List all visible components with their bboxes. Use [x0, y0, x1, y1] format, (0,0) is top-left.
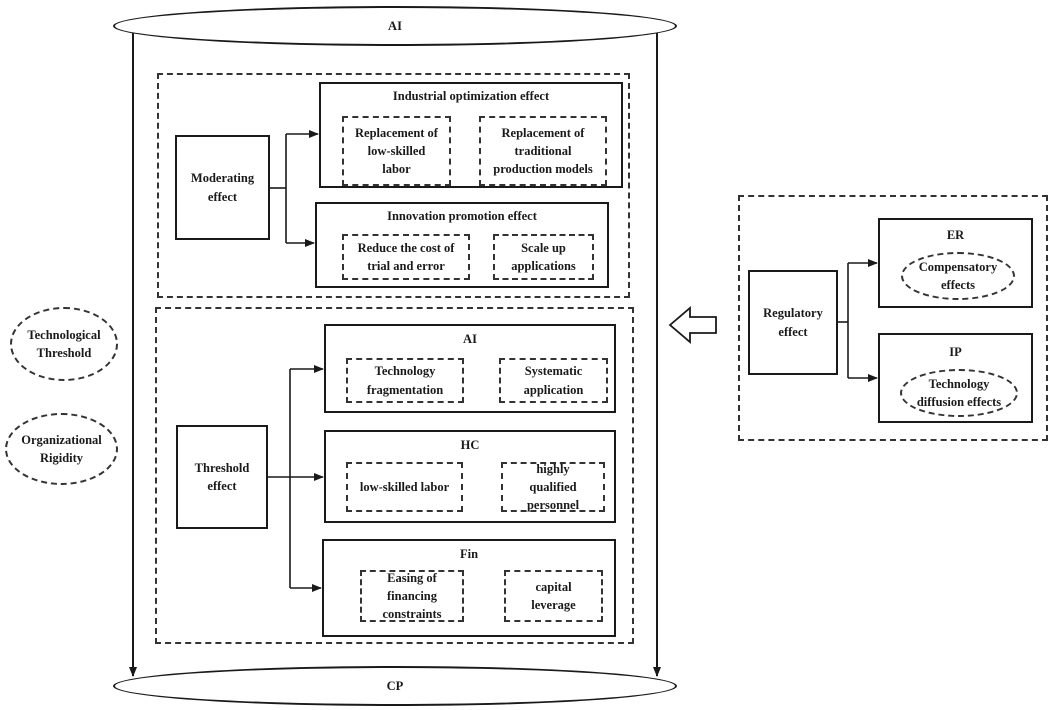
regulatory-section — [738, 195, 1048, 441]
technological-threshold-ellipse: Technological Threshold — [10, 307, 118, 381]
cylinder-top-label: AI — [388, 18, 402, 33]
easing-financing-box: Easing of financing constraints — [360, 570, 464, 622]
regulatory-er-box: ER Compensatory effects — [878, 218, 1033, 308]
regulatory-er-title: ER — [946, 228, 965, 242]
threshold-hc-title: HC — [460, 438, 480, 452]
industrial-item-1: Replacement of low-skilled labor — [342, 116, 451, 186]
industrial-optimization-box: Industrial optimization effect Replaceme… — [319, 82, 623, 188]
innovation-promotion-box: Innovation promotion effect Reduce the c… — [315, 202, 609, 288]
industrial-optimization-title: Industrial optimization effect — [392, 89, 550, 103]
cylinder-bottom-label: CP — [386, 678, 404, 693]
threshold-hc-box: HC low-skilled labor highly qualified pe… — [324, 430, 616, 523]
regulatory-effect-box: Regulatory effect — [748, 270, 838, 375]
systematic-application-box: Systematic application — [499, 358, 608, 403]
regulatory-connector — [838, 259, 878, 382]
threshold-ai-title: AI — [463, 332, 477, 346]
highly-qualified-personnel-box: highly qualified personnel — [501, 462, 605, 512]
capital-leverage-box: capital leverage — [504, 570, 603, 622]
innovation-item-1: Reduce the cost of trial and error — [342, 234, 470, 280]
threshold-effect-box: Threshold effect — [176, 425, 268, 529]
innovation-promotion-title: Innovation promotion effect — [387, 209, 537, 223]
moderating-connector — [270, 130, 319, 247]
compensatory-effects-ellipse: Compensatory effects — [901, 252, 1015, 300]
low-skilled-labor-box: low-skilled labor — [346, 462, 463, 512]
cylinder-bottom-ellipse: CP — [113, 666, 677, 706]
hollow-left-arrow — [668, 306, 717, 344]
innovation-item-2: Scale up applications — [493, 234, 594, 280]
threshold-fin-title: Fin — [459, 547, 479, 561]
regulatory-ip-title: IP — [949, 345, 962, 359]
technology-fragmentation-box: Technology fragmentation — [346, 358, 464, 403]
threshold-section — [155, 307, 634, 644]
moderating-effect-box: Moderating effect — [175, 135, 270, 240]
regulatory-ip-box: IP Technology diffusion effects — [878, 333, 1033, 423]
technology-diffusion-ellipse: Technology diffusion effects — [900, 369, 1018, 417]
moderating-section — [157, 73, 630, 298]
organizational-rigidity-ellipse: Organizational Rigidity — [5, 413, 118, 485]
industrial-item-2: Replacement of traditional production mo… — [479, 116, 607, 186]
threshold-fin-box: Fin Easing of financing constraints capi… — [322, 539, 616, 637]
cylinder-top-ellipse: AI — [113, 6, 677, 46]
threshold-ai-box: AI Technology fragmentation Systematic a… — [324, 324, 616, 413]
